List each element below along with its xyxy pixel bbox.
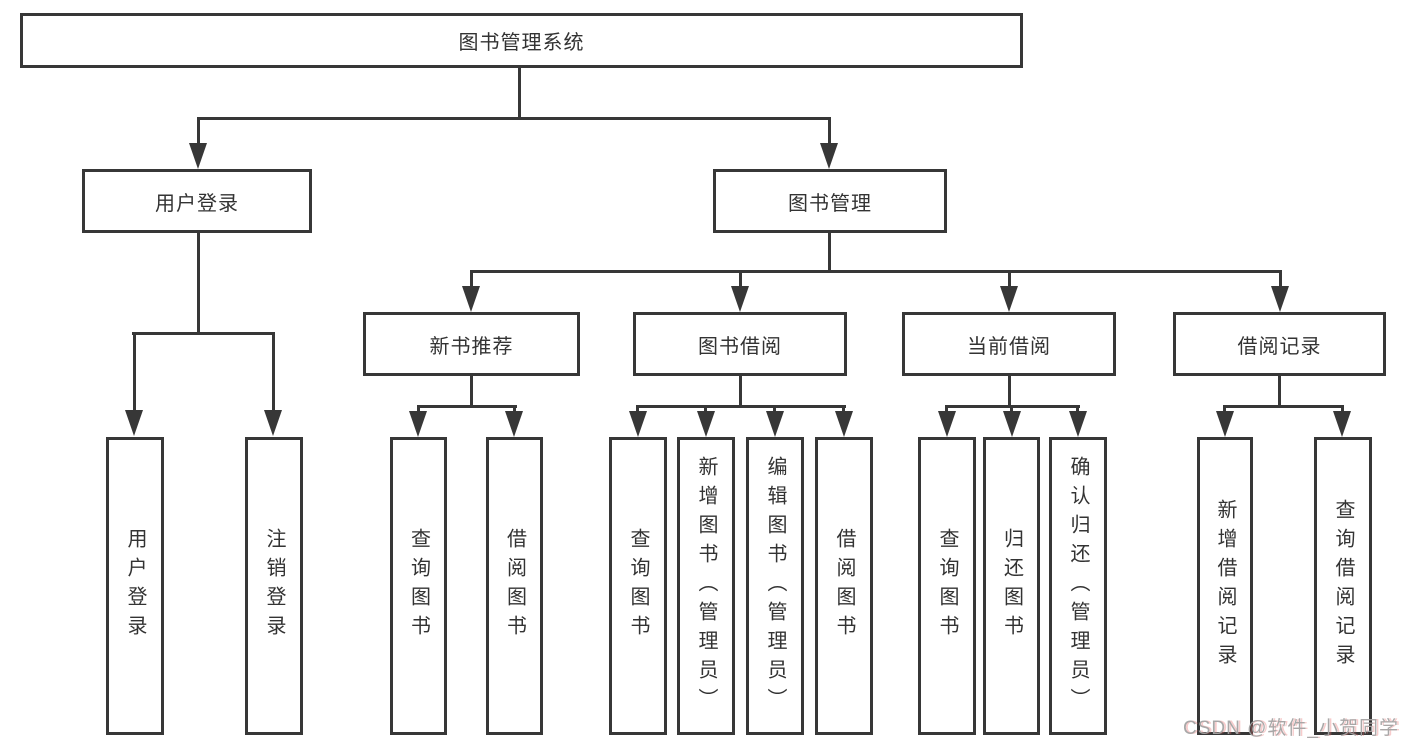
connector-line xyxy=(828,233,831,272)
node-label: 用户登录 xyxy=(155,192,239,215)
arrow-down-icon xyxy=(731,286,749,312)
leaf-return-books: 归还图书 xyxy=(983,437,1040,735)
connector-line xyxy=(470,270,473,288)
leaf-borrow-books: 借阅图书 xyxy=(815,437,873,735)
connector-line xyxy=(1008,270,1011,288)
arrow-down-icon xyxy=(820,143,838,169)
watermark-csdn: CSDN @软件_小贺同学 xyxy=(1183,718,1399,739)
node-label: 借阅记录 xyxy=(1237,335,1322,358)
leaf-label: 借阅图书 xyxy=(503,528,526,644)
connector-line xyxy=(704,405,707,413)
node-user-login: 用户登录 xyxy=(82,169,312,233)
leaf-query-borrow-record: 查询借阅记录 xyxy=(1314,437,1372,735)
node-current-borrowing: 当前借阅 xyxy=(902,312,1116,376)
connector-line xyxy=(197,233,200,334)
connector-line xyxy=(132,332,275,335)
node-label: 当前借阅 xyxy=(967,335,1051,358)
leaf-label: 归还图书 xyxy=(1000,528,1023,644)
connector-line xyxy=(1223,405,1344,408)
arrow-down-icon xyxy=(835,411,853,437)
leaf-edit-book-admin: 编辑图书（管理员） xyxy=(746,437,804,735)
arrow-down-icon xyxy=(766,411,784,437)
leaf-label: 注销登录 xyxy=(263,528,285,644)
node-label: 新书推荐 xyxy=(429,335,514,358)
leaf-borrow-books-recommend: 借阅图书 xyxy=(486,437,543,735)
connector-line xyxy=(1010,405,1013,413)
leaf-add-borrow-record: 新增借阅记录 xyxy=(1197,437,1253,735)
arrow-down-icon xyxy=(629,411,647,437)
connector-line xyxy=(1008,376,1011,407)
connector-line xyxy=(945,405,948,413)
leaf-query-books-borrow: 查询图书 xyxy=(609,437,667,735)
connector-line xyxy=(272,332,275,412)
arrow-down-icon xyxy=(125,410,143,436)
connector-line xyxy=(1341,405,1344,413)
arrow-down-icon xyxy=(697,411,715,437)
connector-line xyxy=(1076,405,1079,413)
connector-line xyxy=(828,117,831,146)
leaf-label: 新增图书（管理员） xyxy=(695,455,717,717)
node-book-borrowing: 图书借阅 xyxy=(633,312,847,376)
leaf-label: 用户登录 xyxy=(124,528,146,644)
connector-line xyxy=(842,405,845,413)
arrow-down-icon xyxy=(1069,411,1087,437)
leaf-label: 查询图书 xyxy=(407,528,430,644)
arrow-down-icon xyxy=(1333,411,1351,437)
connector-line xyxy=(513,405,516,413)
connector-line xyxy=(197,117,200,146)
node-borrowing-records: 借阅记录 xyxy=(1173,312,1386,376)
connector-line xyxy=(470,376,473,407)
connector-line xyxy=(1223,405,1226,413)
connector-line xyxy=(739,376,742,407)
node-label: 图书借阅 xyxy=(698,335,782,358)
leaf-label: 新增借阅记录 xyxy=(1214,499,1236,673)
leaf-query-books-recommend: 查询图书 xyxy=(390,437,447,735)
leaf-label: 借阅图书 xyxy=(833,528,855,644)
arrow-down-icon xyxy=(1271,286,1289,312)
connector-line xyxy=(739,270,742,288)
leaf-logout: 注销登录 xyxy=(245,437,303,735)
leaf-user-login: 用户登录 xyxy=(106,437,164,735)
node-label: 图书管理系统 xyxy=(458,32,585,54)
connector-line xyxy=(773,405,776,413)
arrow-down-icon xyxy=(505,411,523,437)
arrow-down-icon xyxy=(1000,286,1018,312)
connector-line xyxy=(518,68,521,118)
leaf-query-books-current: 查询图书 xyxy=(918,437,976,735)
arrow-down-icon xyxy=(409,411,427,437)
connector-line xyxy=(133,332,136,412)
arrow-down-icon xyxy=(264,410,282,436)
connector-line xyxy=(636,405,639,413)
connector-line xyxy=(1279,270,1282,288)
leaf-label: 查询借阅记录 xyxy=(1332,499,1354,673)
connector-line xyxy=(470,270,1281,273)
arrow-down-icon xyxy=(462,286,480,312)
leaf-label: 确认归还（管理员） xyxy=(1067,455,1089,717)
node-book-management: 图书管理 xyxy=(713,169,947,233)
connector-line xyxy=(636,405,846,408)
arrow-down-icon xyxy=(938,411,956,437)
connector-line xyxy=(417,405,517,408)
node-library-management-system: 图书管理系统 xyxy=(20,13,1023,68)
connector-line xyxy=(197,117,831,120)
leaf-confirm-return-admin: 确认归还（管理员） xyxy=(1049,437,1107,735)
arrow-down-icon xyxy=(189,143,207,169)
leaf-label: 编辑图书（管理员） xyxy=(764,455,786,717)
leaf-label: 查询图书 xyxy=(936,528,958,644)
connector-line xyxy=(417,405,420,413)
leaf-add-book-admin: 新增图书（管理员） xyxy=(677,437,735,735)
leaf-label: 查询图书 xyxy=(627,528,649,644)
arrow-down-icon xyxy=(1003,411,1021,437)
arrow-down-icon xyxy=(1216,411,1234,437)
node-label: 图书管理 xyxy=(788,192,872,215)
node-new-book-recommendation: 新书推荐 xyxy=(363,312,580,376)
connector-line xyxy=(1278,376,1281,407)
